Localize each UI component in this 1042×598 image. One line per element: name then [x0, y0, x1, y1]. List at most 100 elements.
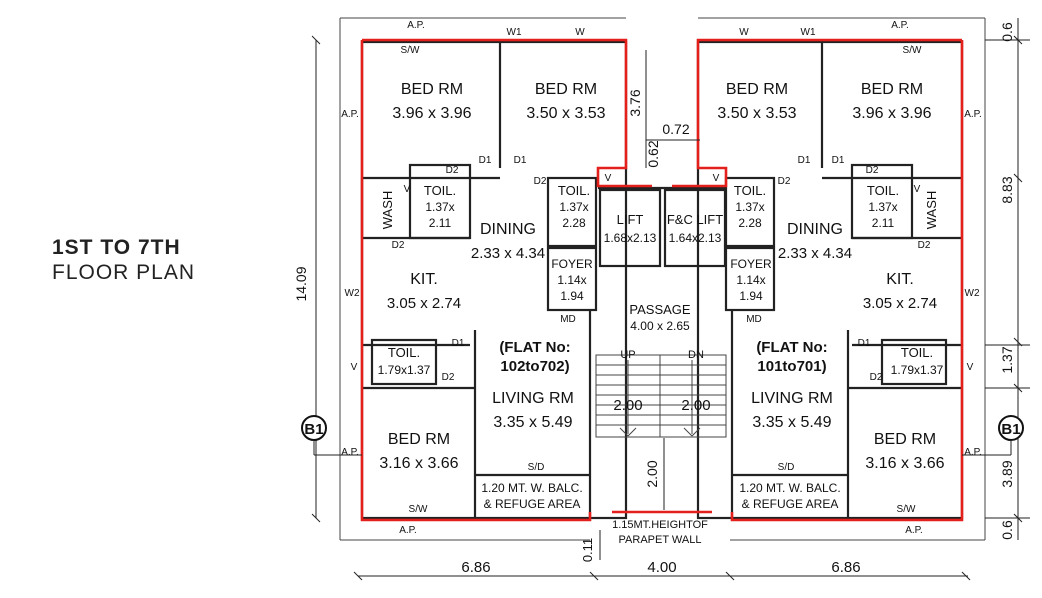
left-ap-side: A.P.: [341, 109, 359, 120]
right-d1-c: D1: [858, 338, 871, 349]
right-flat-no-2: 101to701): [757, 358, 826, 375]
left-toil2-name: TOIL.: [558, 183, 590, 198]
right-ap-low: A.P.: [964, 447, 982, 458]
left-toil3-name: TOIL.: [388, 345, 420, 360]
fc-lift-name: F&C LIFT: [667, 212, 723, 227]
right-wash: WASH: [924, 191, 939, 230]
left-bed1-name: BED RM: [401, 81, 463, 98]
left-kit-name: KIT.: [410, 271, 438, 288]
right-w2: W2: [965, 288, 980, 299]
core-left-v: V: [605, 173, 612, 184]
right-balc-2: & REFUGE AREA: [742, 497, 839, 511]
right-foyer-size-b: 1.94: [739, 289, 763, 303]
right-toil2-size-a: 1.37x: [868, 200, 897, 214]
dim-right-mid: 8.83: [999, 176, 1015, 203]
right-bed3-name: BED RM: [874, 431, 936, 448]
dimension-lines: [311, 18, 1030, 581]
right-toil1-size-a: 1.37x: [735, 200, 764, 214]
passage-size: 4.00 x 2.65: [630, 319, 690, 333]
dim-core-gap2: 0.62: [645, 140, 661, 167]
dim-core-gap: 0.72: [662, 121, 689, 137]
core-walls: [595, 186, 727, 513]
left-living-size: 3.35 x 5.49: [493, 414, 572, 431]
dimension-labels: 14.09 0.6 8.83 1.37 3.89 0.6 3.76 0.72 0…: [293, 22, 1015, 576]
plan-caption: 1ST TO 7TH FLOOR PLAN: [52, 236, 195, 286]
left-ap-low: A.P.: [341, 447, 359, 458]
right-w: W: [739, 27, 749, 38]
left-bed1-size: 3.96 x 3.96: [392, 105, 471, 122]
left-ap-bottom: A.P.: [399, 525, 417, 536]
right-bed2-size: 3.96 x 3.96: [852, 105, 931, 122]
right-living-name: LIVING RM: [751, 390, 833, 407]
right-ap-side: A.P.: [964, 109, 982, 120]
grid-label-left: B1: [304, 421, 323, 438]
right-living-size: 3.35 x 5.49: [752, 414, 831, 431]
dim-right-top: 0.6: [999, 22, 1015, 42]
right-foyer-size-a: 1.14x: [736, 273, 765, 287]
left-md: MD: [560, 314, 576, 325]
right-d1-a: D1: [798, 155, 811, 166]
caption-line1: 1ST TO 7TH: [52, 236, 181, 259]
left-flat-no-1: (FLAT No:: [499, 339, 570, 356]
left-flat-labels: BED RM 3.96 x 3.96 BED RM 3.50 x 3.53 TO…: [341, 20, 605, 536]
right-sw-bottom: S/W: [897, 504, 916, 515]
left-toil1-size-a: 1.37x: [425, 200, 454, 214]
left-d1-a: D1: [479, 155, 492, 166]
right-ap-top: A.P.: [891, 20, 909, 31]
dim-left-height: 14.09: [293, 266, 309, 301]
right-toil2-size-b: 2.11: [872, 216, 895, 230]
right-toil3-name: TOIL.: [901, 345, 933, 360]
left-balc-1: 1.20 MT. W. BALC.: [481, 481, 582, 495]
left-d2-a: D2: [446, 165, 459, 176]
right-sd: S/D: [778, 462, 795, 473]
left-d2-d: D2: [442, 372, 455, 383]
left-bed3-size: 3.16 x 3.66: [379, 455, 458, 472]
left-w: W: [575, 27, 585, 38]
red-boundary: [360, 38, 964, 522]
right-flat-no-1: (FLAT No:: [756, 339, 827, 356]
dim-bottom-left: 6.86: [461, 559, 490, 576]
lift-size: 1.68x2.13: [604, 231, 657, 245]
right-sw-top: S/W: [903, 45, 922, 56]
left-foyer-name: FOYER: [551, 257, 593, 271]
right-toil2-name: TOIL.: [867, 183, 899, 198]
left-d1-b: D1: [514, 155, 527, 166]
left-foyer-size-b: 1.94: [560, 289, 584, 303]
passage-name: PASSAGE: [629, 302, 691, 317]
right-d2-d: D2: [870, 372, 883, 383]
lift-name: LIFT: [617, 212, 644, 227]
dim-core-top: 3.76: [627, 89, 643, 116]
left-toil2-size-a: 1.37x: [559, 200, 588, 214]
left-bed2-size: 3.50 x 3.53: [526, 105, 605, 122]
left-d1-c: D1: [452, 338, 465, 349]
dim-bottom-mid: 4.00: [647, 559, 676, 576]
right-d2-c: D2: [918, 240, 931, 251]
outer-guides: [339, 17, 986, 541]
right-d2-a: D2: [866, 165, 879, 176]
stair-up: UP: [620, 349, 635, 361]
right-w1: W1: [801, 27, 816, 38]
dim-bottom-small: 0.11: [580, 538, 595, 562]
right-foyer-name: FOYER: [730, 257, 772, 271]
dim-bottom-right: 6.86: [831, 559, 860, 576]
right-ap-bottom: A.P.: [905, 525, 923, 536]
left-bed2-name: BED RM: [535, 81, 597, 98]
right-dining-size: 2.33 x 4.34: [778, 245, 852, 262]
right-kit-name: KIT.: [886, 271, 914, 288]
left-toil2-size-b: 2.28: [562, 216, 586, 230]
stair-length: 2.00: [644, 460, 660, 487]
left-toil1-size-b: 2.11: [429, 216, 452, 230]
caption-line2: FLOOR PLAN: [52, 260, 196, 284]
left-bed3-name: BED RM: [388, 431, 450, 448]
right-kit-size: 3.05 x 2.74: [863, 295, 937, 312]
left-flat-no-2: 102to702): [500, 358, 569, 375]
left-foyer-size-a: 1.14x: [557, 273, 586, 287]
parapet-1: 1.15MT.HEIGHTOF: [612, 519, 708, 531]
right-d1-b: D1: [832, 155, 845, 166]
left-sw-bottom: S/W: [409, 504, 428, 515]
right-toil1-name: TOIL.: [734, 183, 766, 198]
left-w1: W1: [507, 27, 522, 38]
stair-width-left: 2.00: [613, 397, 642, 414]
left-toil3-size: 1.79x1.37: [378, 363, 431, 377]
